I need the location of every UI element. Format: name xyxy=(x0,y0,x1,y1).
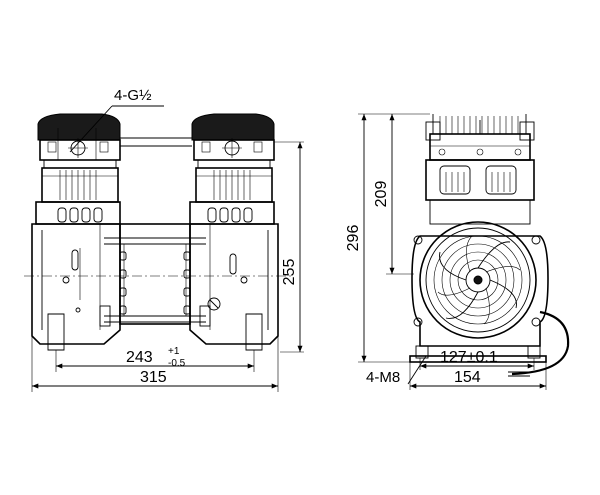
front-dimensions xyxy=(31,105,304,392)
side-body xyxy=(425,159,535,225)
dim-mount-span-tol-lower: -0.5 xyxy=(168,358,186,369)
right-cylinder-head xyxy=(191,113,275,203)
dim-base-hole-spacing: 127±0.1 xyxy=(440,349,498,366)
dim-mount-span: 243 xyxy=(126,349,153,366)
dim-height-front: 255 xyxy=(281,259,298,286)
fan-housing xyxy=(409,221,549,363)
side-dimensions xyxy=(358,113,547,390)
dim-overall-width: 315 xyxy=(140,369,167,386)
motor-body xyxy=(104,223,206,325)
dim-base-width: 154 xyxy=(454,369,481,386)
dim-mount-span-tol-upper: +1 xyxy=(168,346,180,357)
dim-height-total: 296 xyxy=(345,225,362,252)
dim-height-to-top: 209 xyxy=(373,181,390,208)
side-view xyxy=(409,114,570,377)
right-crankcase xyxy=(189,201,279,351)
port-spec-label: 4-G½ xyxy=(114,87,152,104)
left-cylinder-head xyxy=(37,113,121,203)
front-view xyxy=(24,113,292,351)
side-head-fins xyxy=(425,114,535,161)
mount-spec-label: 4-M8 xyxy=(366,369,400,386)
power-cable xyxy=(511,310,570,376)
